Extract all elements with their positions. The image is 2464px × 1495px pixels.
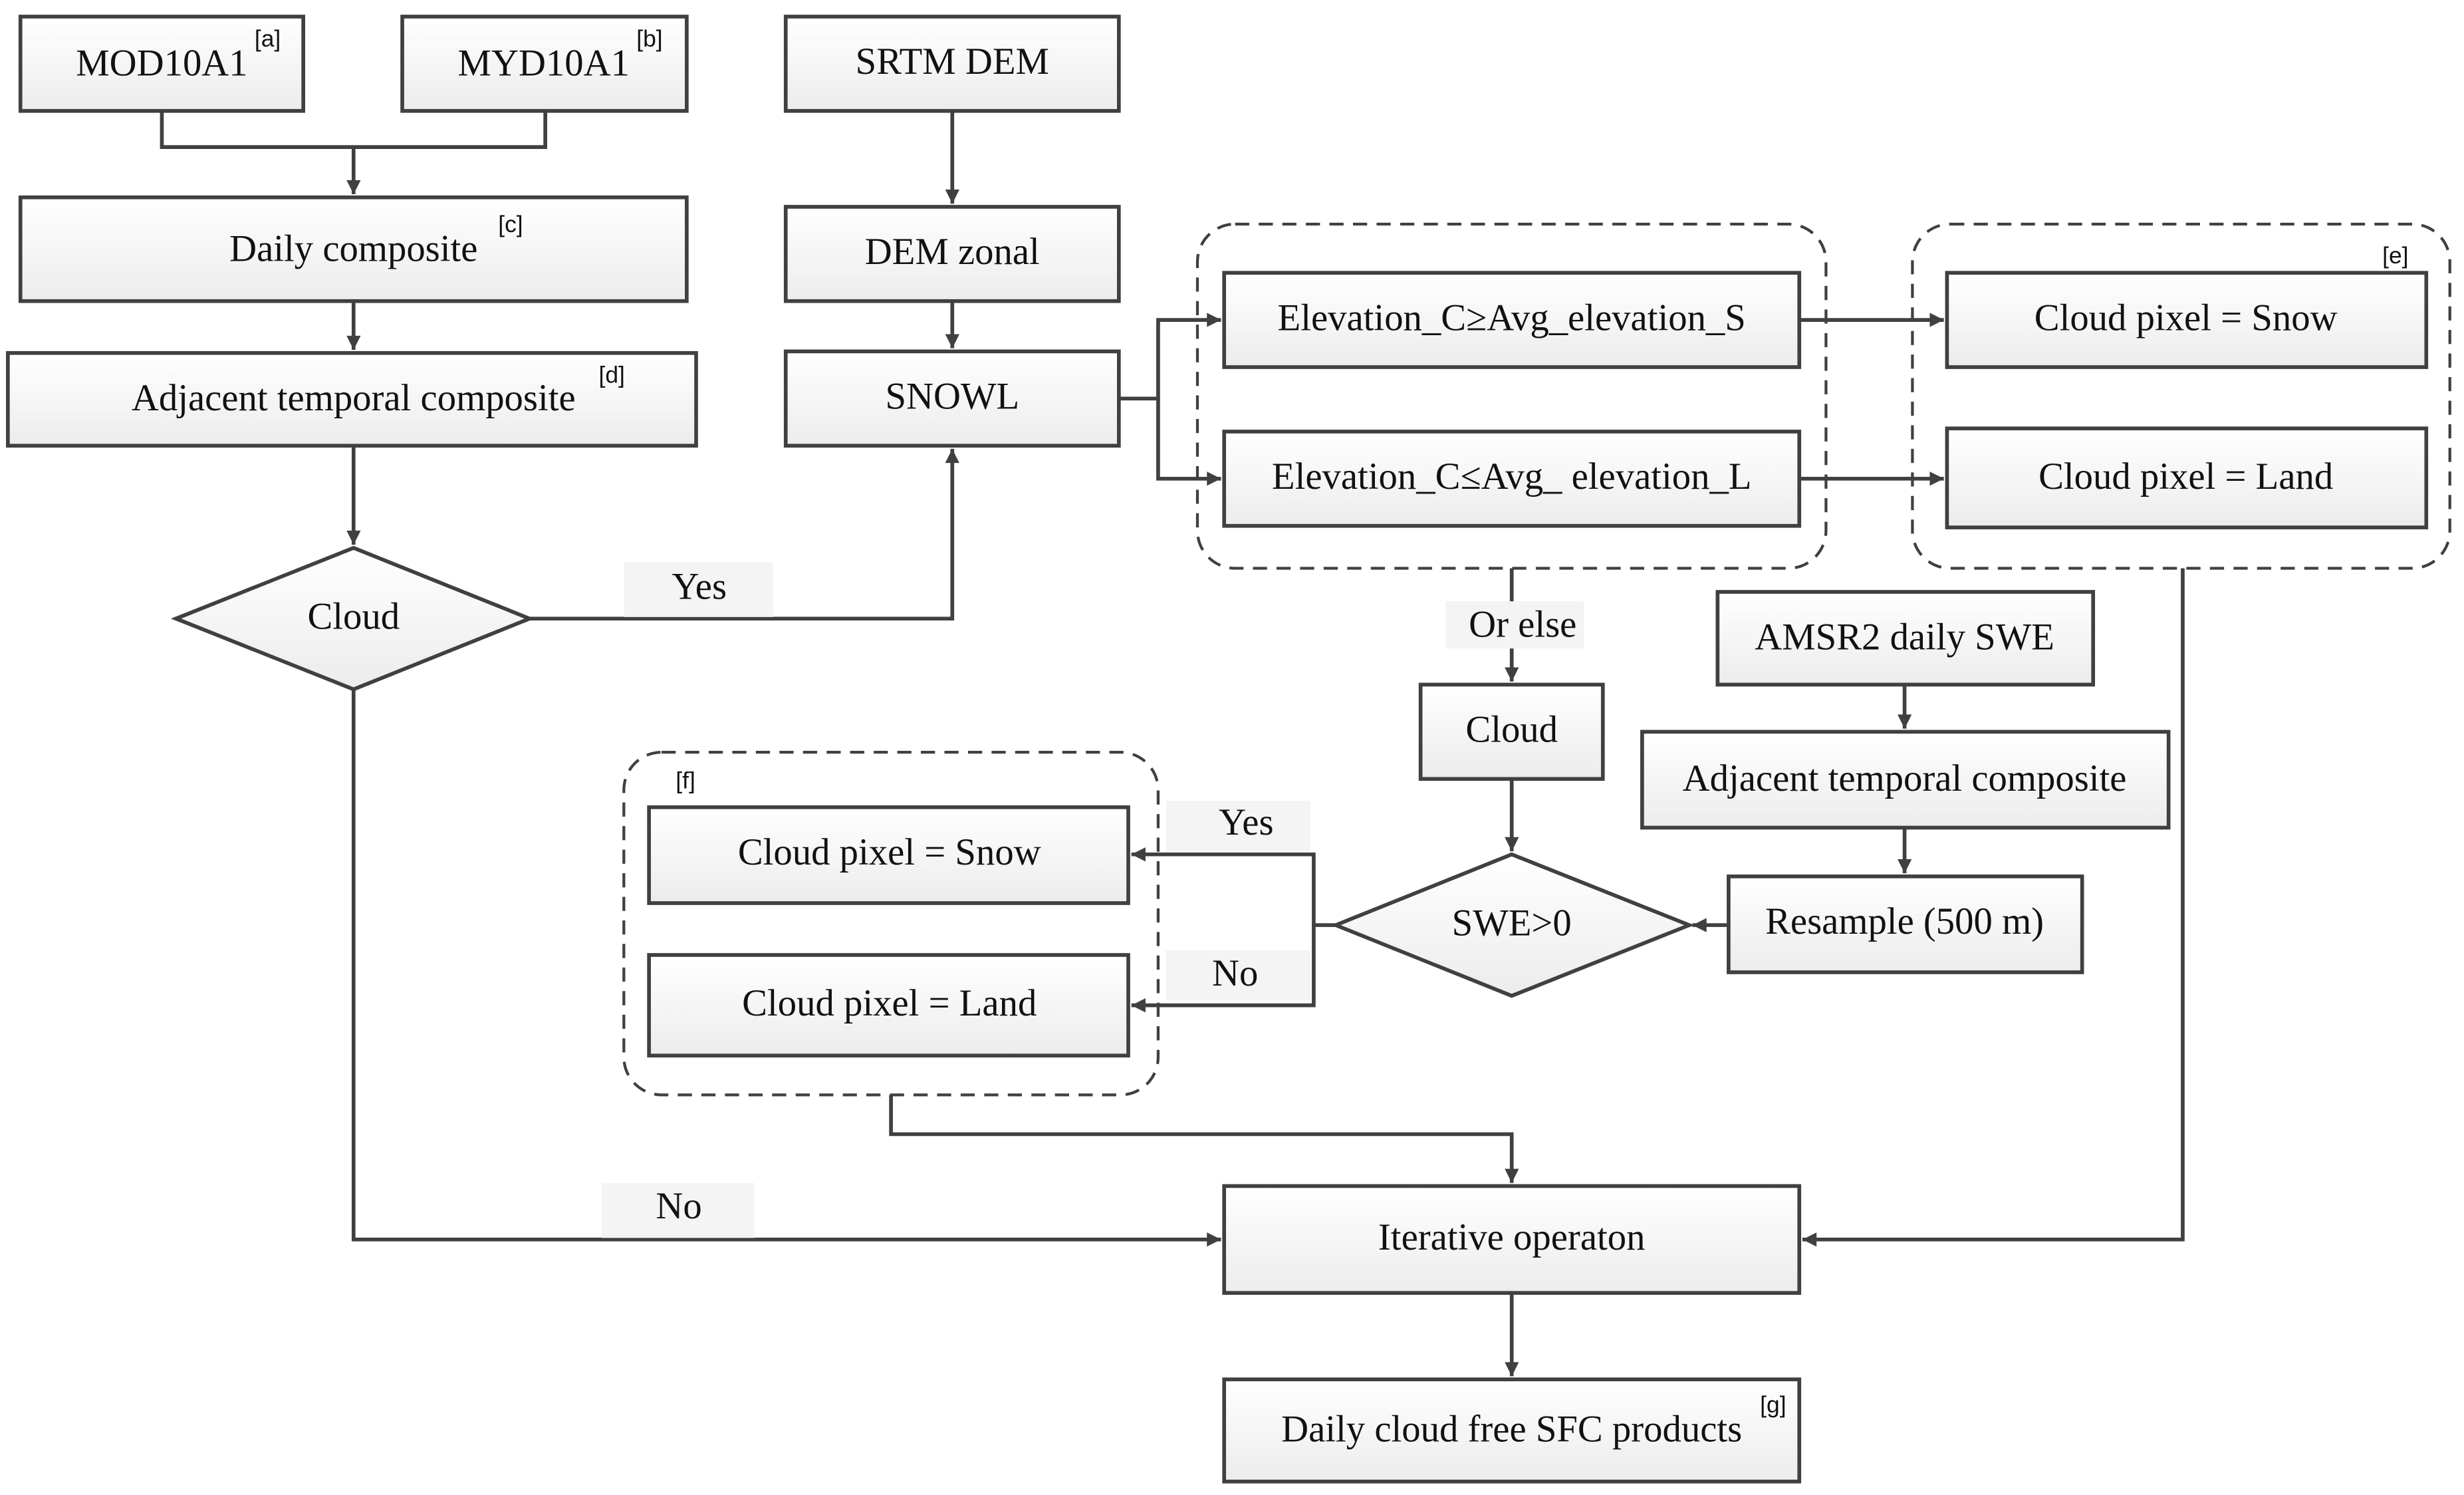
svg-text:AMSR2 daily SWE: AMSR2 daily SWE	[1755, 616, 2054, 658]
node-myd10a1: MYD10A1[b]	[400, 15, 689, 113]
svg-text:Daily cloud free SFC products: Daily cloud free SFC products	[1281, 1409, 1742, 1450]
node-cloud-pixel-snow-f: Cloud pixel = Snow	[647, 805, 1130, 905]
node-snowl: SNOWL	[783, 349, 1121, 448]
node-amsr2-daily-swe: AMSR2 daily SWE	[1715, 590, 2096, 687]
elevation-rule-group	[1195, 222, 1828, 570]
svg-text:No: No	[656, 1185, 701, 1227]
node-resample: Resample (500 m)	[1727, 874, 2084, 974]
svg-text:[d]: [d]	[599, 362, 625, 388]
svg-text:MYD10A1: MYD10A1	[458, 43, 630, 84]
edge-label-no-cloud: No	[602, 1182, 755, 1238]
svg-text:[g]: [g]	[1760, 1391, 1786, 1418]
svg-text:Resample (500 m): Resample (500 m)	[1765, 900, 2044, 942]
svg-text:DEM zonal: DEM zonal	[865, 231, 1040, 273]
node-cloud-pixel-land-e: Cloud pixel = Land	[1945, 426, 2429, 529]
svg-text:[c]: [c]	[498, 211, 523, 237]
svg-text:SNOWL: SNOWL	[885, 376, 1019, 418]
group-e-ref: [e]	[2382, 242, 2408, 269]
node-adjacent-temporal-composite: Adjacent temporal composite [d]	[5, 350, 698, 448]
svg-text:Yes: Yes	[1219, 801, 1274, 843]
svg-text:Cloud pixel = Land: Cloud pixel = Land	[742, 982, 1037, 1024]
node-elevation-snow: Elevation_C≥Avg_elevation_S	[1222, 271, 1802, 369]
svg-text:Elevation_C≤Avg_ elevation_L: Elevation_C≤Avg_ elevation_L	[1272, 456, 1752, 497]
edge-label-yes-cloud: Yes	[624, 562, 773, 617]
svg-text:Cloud: Cloud	[307, 596, 400, 638]
node-cloud-decision: Cloud	[171, 545, 535, 692]
svg-text:Or else: Or else	[1469, 603, 1576, 645]
node-swe-decision: SWE>0	[1330, 852, 1695, 998]
node-cloud-pixel-land-f: Cloud pixel = Land	[647, 953, 1130, 1058]
node-srtm-dem: SRTM DEM	[783, 15, 1121, 113]
svg-text:No: No	[1212, 952, 1258, 994]
node-cloud-pixel-snow-e: Cloud pixel = Snow	[1945, 271, 2429, 369]
svg-text:SWE>0: SWE>0	[1452, 902, 1572, 944]
svg-text:Iterative operaton: Iterative operaton	[1378, 1216, 1646, 1258]
svg-text:Elevation_C≥Avg_elevation_S: Elevation_C≥Avg_elevation_S	[1278, 297, 1746, 339]
svg-text:MOD10A1: MOD10A1	[76, 43, 247, 84]
group-f	[622, 750, 1160, 1097]
svg-text:[b]: [b]	[636, 25, 662, 52]
connectors	[160, 110, 2185, 1377]
svg-text:Yes: Yes	[672, 566, 727, 608]
svg-text:SRTM DEM: SRTM DEM	[856, 41, 1049, 82]
svg-text:Cloud pixel = Snow: Cloud pixel = Snow	[738, 831, 1041, 873]
node-adjacent-temporal-composite-2: Adjacent temporal composite	[1640, 730, 2171, 830]
node-daily-cloud-free-products: Daily cloud free SFC products [g]	[1222, 1377, 1802, 1484]
node-mod10a1: MOD10A1 [a]	[18, 15, 305, 113]
group-f-ref: [f]	[676, 767, 695, 793]
node-daily-composite: Daily composite [c]	[18, 195, 689, 303]
svg-text:Adjacent temporal composite: Adjacent temporal composite	[1683, 757, 2127, 799]
svg-text:Adjacent temporal composite: Adjacent temporal composite	[132, 377, 576, 419]
svg-text:Cloud pixel = Land: Cloud pixel = Land	[2038, 456, 2333, 497]
svg-text:Daily composite: Daily composite	[229, 228, 477, 270]
edge-label-no-swe: No	[1166, 950, 1311, 1001]
edge-label-or-else: Or else	[1445, 601, 1584, 649]
node-dem-zonal: DEM zonal	[783, 205, 1121, 303]
svg-text:Cloud: Cloud	[1465, 709, 1558, 751]
svg-text:[a]: [a]	[255, 25, 281, 52]
svg-text:Cloud pixel = Snow: Cloud pixel = Snow	[2034, 297, 2338, 339]
node-elevation-land: Elevation_C≤Avg_ elevation_L	[1222, 430, 1802, 528]
node-iterative-operation: Iterative operaton	[1222, 1184, 1802, 1295]
node-cloud-2: Cloud	[1418, 682, 1605, 781]
edge-label-yes-swe: Yes	[1166, 801, 1311, 851]
